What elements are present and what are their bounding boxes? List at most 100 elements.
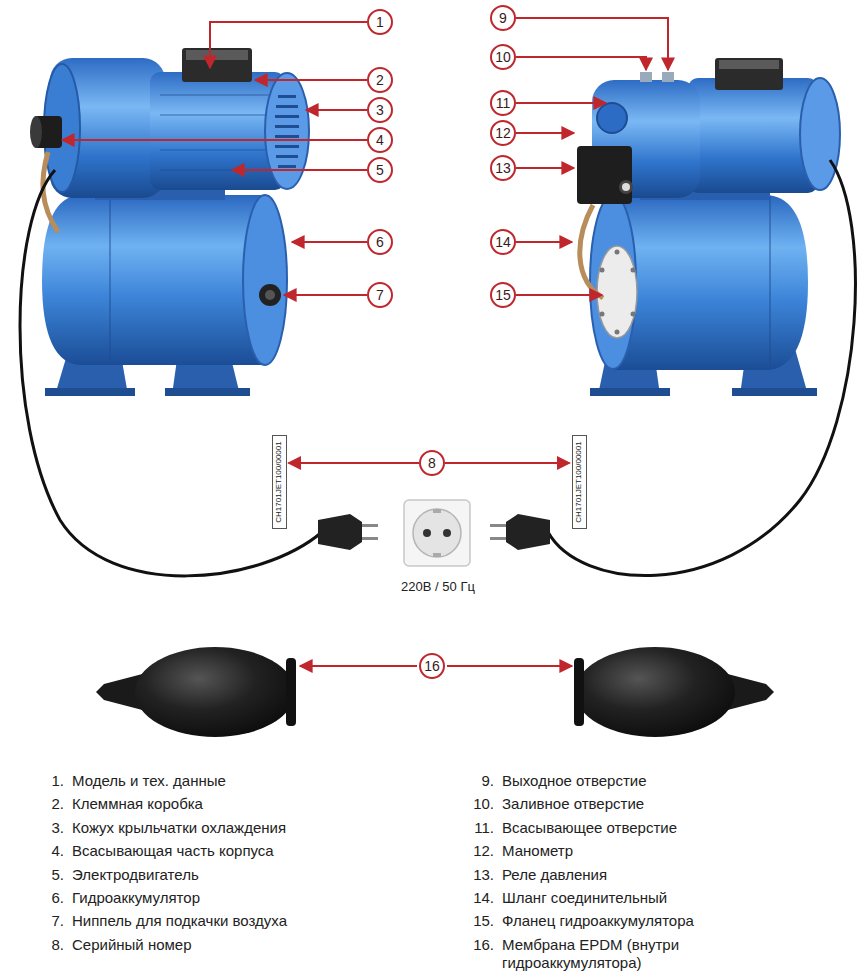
grille-slot bbox=[275, 145, 299, 148]
flange-bolts bbox=[600, 250, 636, 335]
plug-body bbox=[506, 514, 550, 550]
legend-text: Модель и тех. данные bbox=[72, 772, 442, 790]
voltage-label: 220В / 50 Гц bbox=[395, 579, 481, 595]
connecting-hose bbox=[43, 152, 58, 232]
bolt bbox=[615, 330, 620, 335]
outlet-port bbox=[662, 72, 674, 82]
tank-body bbox=[42, 195, 287, 365]
callout-number: 15 bbox=[495, 288, 511, 302]
grille-slot bbox=[276, 155, 298, 158]
manometer-face bbox=[622, 183, 630, 191]
callout-number: 5 bbox=[376, 163, 384, 177]
callout-number: 14 bbox=[495, 235, 511, 249]
callout-number: 2 bbox=[376, 73, 384, 87]
leader-arrow bbox=[300, 665, 417, 667]
membrane-right bbox=[574, 647, 774, 737]
serial-tag: CH1701JET100/00001 bbox=[272, 435, 287, 529]
tank-foot bbox=[732, 388, 817, 396]
callout-number: 4 bbox=[376, 133, 384, 147]
leader-arrow bbox=[255, 79, 367, 81]
leader-arrow bbox=[62, 139, 367, 141]
socket-hole bbox=[443, 529, 451, 537]
plug-body bbox=[318, 514, 362, 550]
tank-seam bbox=[769, 196, 771, 369]
terminal-box bbox=[715, 58, 783, 90]
double-arrow bbox=[289, 462, 420, 464]
callout-circle: 4 bbox=[367, 127, 393, 153]
grille-slot bbox=[278, 165, 296, 168]
callout-number: 6 bbox=[376, 235, 384, 249]
callout-circle: 7 bbox=[367, 282, 393, 308]
plug-pin bbox=[490, 537, 506, 540]
leader-arrow bbox=[284, 294, 367, 296]
suction-inlet-end bbox=[30, 116, 42, 148]
membrane-left bbox=[96, 647, 296, 737]
legend-text: Гидроаккумулятор bbox=[72, 889, 442, 907]
power-cable bbox=[548, 160, 855, 576]
terminal-box-lid bbox=[186, 50, 248, 60]
legend-text: Фланец гидроаккумулятора bbox=[502, 912, 762, 930]
fan-cover bbox=[265, 73, 309, 189]
socket-hole bbox=[423, 529, 431, 537]
callout-circle: 8 bbox=[419, 450, 445, 476]
callout-circle: 9 bbox=[490, 5, 516, 31]
terminal-box-lid bbox=[719, 60, 779, 69]
connecting-hose bbox=[580, 205, 603, 298]
callout-number: 13 bbox=[495, 161, 511, 175]
serial-number: CH1701JET100/00001 bbox=[275, 441, 283, 522]
leader-arrow bbox=[516, 132, 574, 134]
grille-slot bbox=[276, 105, 298, 108]
leader-arrow bbox=[292, 241, 367, 243]
callout-number: 7 bbox=[376, 288, 384, 302]
callout-circle: 2 bbox=[367, 67, 393, 93]
membrane-rim bbox=[286, 658, 296, 726]
legend-number: 13. bbox=[460, 866, 494, 884]
bolt bbox=[600, 268, 605, 273]
membrane-body bbox=[575, 647, 735, 737]
membrane-rim bbox=[574, 658, 584, 726]
plug-pin bbox=[362, 537, 378, 540]
legend-number: 9. bbox=[460, 772, 494, 790]
legend-number: 15. bbox=[460, 912, 494, 930]
leader-arrow bbox=[516, 241, 572, 243]
callout-number: 10 bbox=[495, 50, 511, 64]
wall-socket bbox=[404, 500, 470, 566]
legend-text: Реле давления bbox=[502, 866, 762, 884]
tank-end bbox=[590, 195, 636, 369]
air-nipple-core bbox=[265, 290, 275, 300]
legend-number: 10. bbox=[460, 795, 494, 813]
leader-arrow bbox=[516, 294, 602, 296]
legend-number: 7. bbox=[30, 912, 64, 930]
motor-rib bbox=[160, 150, 270, 151]
left-station bbox=[20, 48, 378, 576]
motor-rib bbox=[160, 95, 270, 96]
right-station bbox=[490, 58, 855, 576]
callout-circle: 6 bbox=[367, 229, 393, 255]
terminal-box bbox=[182, 48, 252, 82]
leader-arrow bbox=[232, 169, 367, 171]
leader-arrow bbox=[516, 18, 668, 70]
leader-arrow bbox=[306, 109, 367, 111]
bolt bbox=[631, 268, 636, 273]
leader-arrow bbox=[210, 22, 367, 68]
leader-arrows bbox=[62, 18, 668, 666]
legend-text: Электродвигатель bbox=[72, 866, 442, 884]
tank-flange bbox=[597, 246, 637, 338]
legend-number: 8. bbox=[30, 936, 64, 954]
callout-circle: 13 bbox=[490, 155, 516, 181]
motor-ribs bbox=[160, 95, 270, 170]
fan-cover bbox=[800, 78, 840, 190]
tank-foot bbox=[165, 388, 250, 396]
grille-slot bbox=[275, 125, 299, 128]
legend-text: Мембрана EPDM (внутри гидроаккумулятора) bbox=[502, 936, 762, 972]
callout-number: 3 bbox=[376, 103, 384, 117]
leader-arrow bbox=[516, 57, 646, 70]
plug-pin bbox=[490, 524, 506, 527]
callout-circle: 11 bbox=[490, 90, 516, 116]
legend-text: Выходное отверстие bbox=[502, 772, 762, 790]
membrane-body bbox=[135, 647, 295, 737]
bolt bbox=[615, 250, 620, 255]
ground-clip bbox=[433, 509, 441, 513]
tank-seam bbox=[109, 196, 111, 364]
legend-number: 6. bbox=[30, 889, 64, 907]
